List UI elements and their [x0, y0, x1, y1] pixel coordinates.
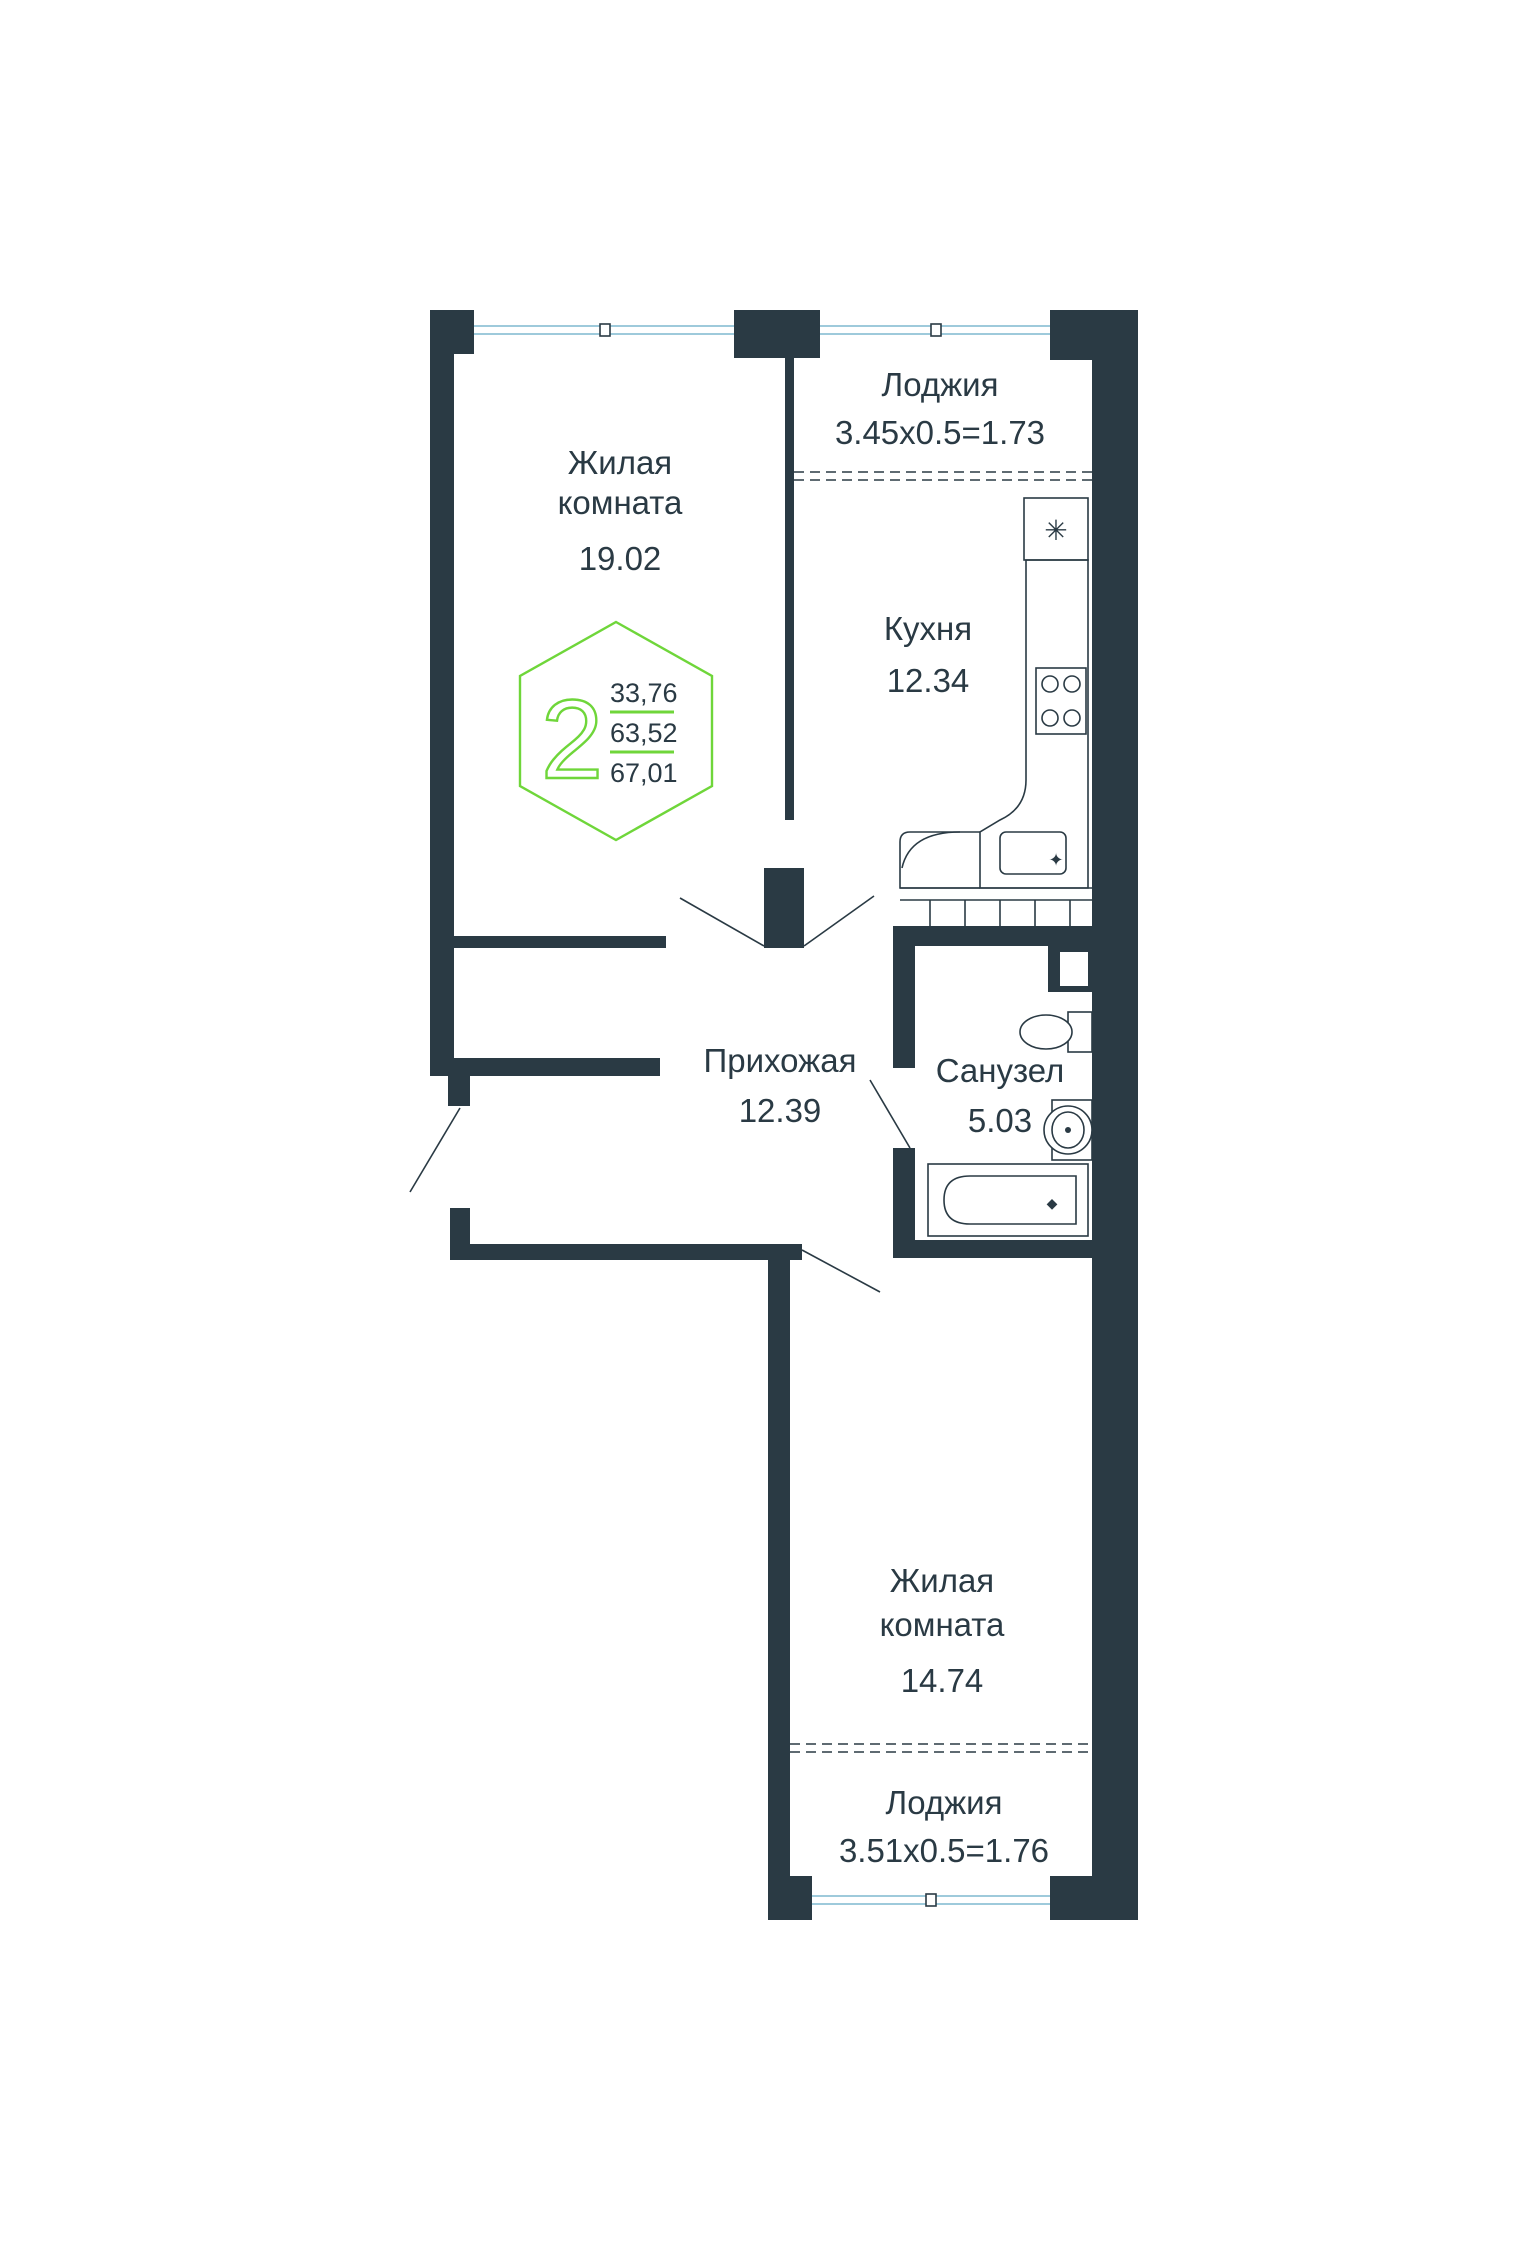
total-with-loggia-value: 67,01: [610, 758, 678, 788]
apartment-badge: 2 33,76 63,52 67,01: [518, 620, 714, 842]
room-hall-name: Прихожая: [704, 1042, 857, 1079]
room-living1-area: 19.02: [579, 540, 662, 577]
room-bath-area: 5.03: [968, 1102, 1032, 1139]
room-kitchen-area: 12.34: [887, 662, 970, 699]
room-kitchen-name: Кухня: [884, 610, 972, 647]
wall-corner-bottom-right: [1050, 1876, 1138, 1920]
window-handle-icon: [925, 1893, 937, 1907]
room-loggia2-name: Лоджия: [886, 1784, 1003, 1821]
window-handle-icon: [930, 323, 942, 337]
wall-partition-living1: [785, 358, 794, 820]
wall-right-outer: [1092, 310, 1138, 1920]
room-loggia1-name: Лоджия: [882, 366, 999, 403]
wall-living2-left: [768, 1244, 790, 1920]
loggia-boundaries: [790, 471, 1092, 1753]
wall-pier-top: [734, 310, 820, 358]
windows: [474, 323, 1050, 1907]
cooktop-burners-icon: [1041, 675, 1081, 727]
room-hall-area: 12.39: [739, 1092, 822, 1129]
walls: [430, 310, 1138, 1920]
wall-bath-left-lower: [893, 1148, 915, 1258]
wall-bath-bottom: [893, 1240, 1093, 1258]
fridge-icon: ✳: [1044, 515, 1067, 546]
wall-door-jamb-living1: [764, 868, 804, 948]
living-area-value: 33,76: [610, 678, 678, 708]
room-loggia1-area: 3.45x0.5=1.73: [835, 414, 1045, 451]
room-living1-name-1: Жилая: [568, 444, 672, 481]
washbasin-icon: [1043, 1099, 1093, 1161]
fridge: [1023, 497, 1089, 561]
room-bath-name: Санузел: [936, 1052, 1065, 1089]
bathtub-icon: ◆: [927, 1163, 1089, 1237]
room-living2-name-1: Жилая: [890, 1562, 994, 1599]
wall-closet: [454, 1058, 660, 1076]
svg-text:◆: ◆: [1047, 1195, 1058, 1211]
room-living2-area: 14.74: [901, 1662, 984, 1699]
room-labels: Жилая комната 19.02 Лоджия 3.45x0.5=1.73…: [558, 366, 1065, 1869]
kitchen-sink: [999, 831, 1067, 875]
wall-kitchen-bath: [893, 926, 1093, 946]
kitchen-table: [899, 831, 980, 889]
total-area-value: 63,52: [610, 718, 678, 748]
hexagon-icon: [518, 620, 714, 842]
room-living2-name-2: комната: [880, 1606, 1005, 1643]
wall-entry-jamb-top: [448, 1076, 470, 1106]
toilet-icon: [1019, 1011, 1093, 1053]
wall-bath-left-upper: [893, 926, 915, 1068]
wall-left-outer: [430, 310, 454, 1076]
bathroom-fixtures: ◆: [927, 1011, 1093, 1237]
kitchen-fixtures: ✳ ✦: [899, 497, 1092, 926]
wall-living1-bottom: [454, 936, 666, 948]
faucet-icon: ✦: [1048, 850, 1063, 870]
wall-hall-bottom: [450, 1244, 802, 1260]
wall-corner-top-right: [1050, 310, 1138, 360]
rooms-count: 2: [541, 677, 603, 802]
window-handle-icon: [599, 323, 611, 337]
door-swings: [409, 895, 911, 1293]
room-loggia2-area: 3.51x0.5=1.76: [839, 1832, 1049, 1869]
cooktop: [1035, 667, 1087, 735]
wall-corner-top-left: [430, 310, 474, 354]
room-living1-name-2: комната: [558, 484, 683, 521]
wall-corner-bottom-left: [768, 1876, 812, 1920]
